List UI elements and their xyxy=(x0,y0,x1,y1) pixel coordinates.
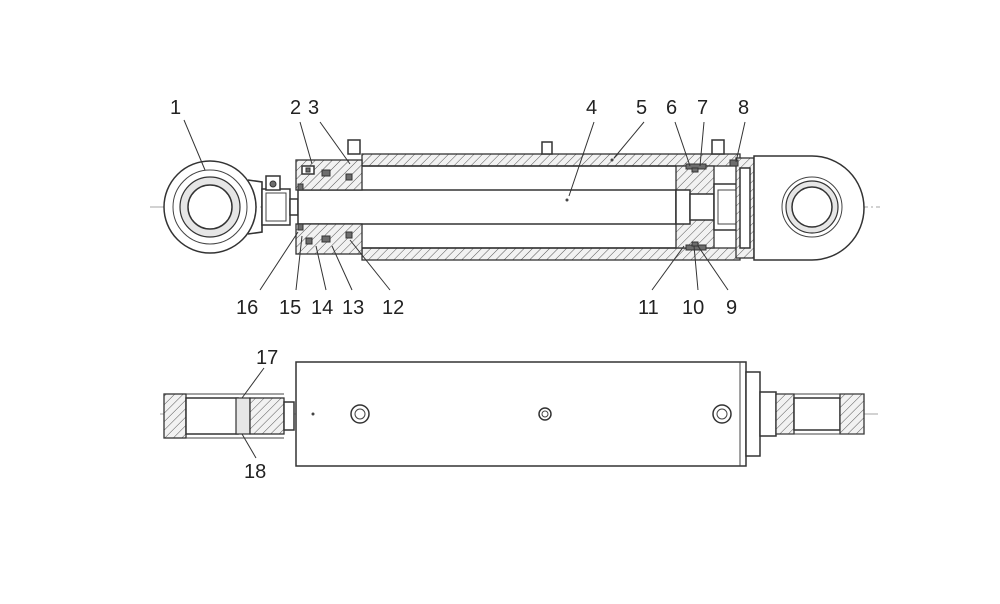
callout-14: 14 xyxy=(311,297,333,319)
callout-6: 6 xyxy=(666,97,677,119)
cap-eye-plan xyxy=(759,391,865,437)
callout-8: 8 xyxy=(738,97,749,119)
piston-rod xyxy=(297,189,677,225)
rod-eye-left xyxy=(163,160,263,254)
callout-15: 15 xyxy=(279,297,301,319)
exterior-view xyxy=(160,361,880,467)
piston xyxy=(675,163,741,251)
callout-11: 11 xyxy=(638,297,659,319)
callout-1: 1 xyxy=(170,97,181,119)
cap-eye-right xyxy=(753,155,865,261)
leader-lines xyxy=(183,119,746,459)
rod-eye-plan xyxy=(163,393,295,439)
callout-10: 10 xyxy=(682,297,704,319)
callout-4: 4 xyxy=(586,97,597,119)
callout-12: 12 xyxy=(382,297,404,319)
callout-13: 13 xyxy=(342,297,364,319)
callout-3: 3 xyxy=(308,97,319,119)
callout-17: 17 xyxy=(256,347,278,369)
callout-18: 18 xyxy=(244,461,266,483)
callout-2: 2 xyxy=(290,97,301,119)
callout-16: 16 xyxy=(236,297,258,319)
barrel-exterior xyxy=(295,361,761,467)
section-view xyxy=(150,139,880,261)
rod-end-block xyxy=(261,175,299,226)
callout-9: 9 xyxy=(726,297,737,319)
rod-gland xyxy=(295,159,363,255)
callout-7: 7 xyxy=(697,97,708,119)
callout-labels: 1 2 3 4 5 6 7 8 9 10 11 12 13 14 15 16 1… xyxy=(170,97,749,483)
callout-5: 5 xyxy=(636,97,647,119)
